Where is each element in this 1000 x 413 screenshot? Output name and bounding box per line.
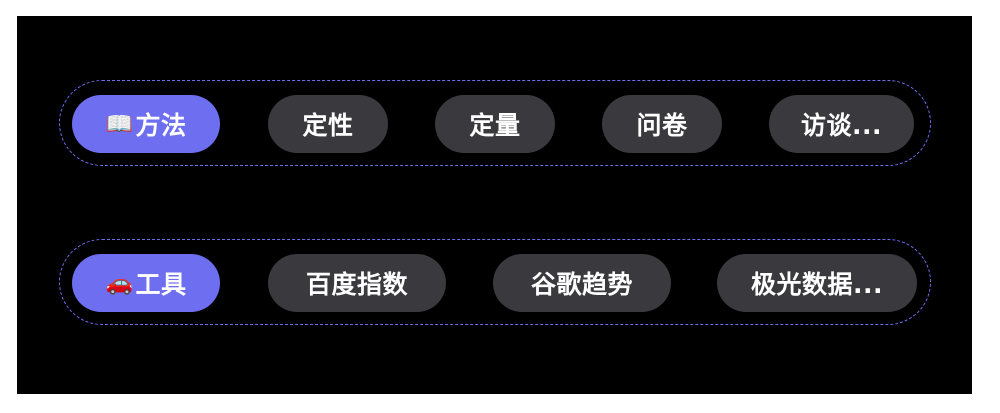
- tag-chip-interview[interactable]: 访谈...: [769, 95, 914, 153]
- chip-label: 百度指数: [305, 270, 408, 299]
- car-icon: 🚗: [105, 270, 134, 296]
- tag-chip-aurora-data[interactable]: 极光数据...: [717, 254, 917, 312]
- tools-category-chip[interactable]: 🚗 工具: [72, 254, 220, 312]
- chip-label: 访谈...: [801, 111, 882, 140]
- tag-chip-qualitative[interactable]: 定性: [268, 95, 388, 153]
- chip-label: 定性: [302, 111, 354, 140]
- tag-chip-google-trends[interactable]: 谷歌趋势: [493, 254, 671, 312]
- methods-tag-group: 📖 方法 定性 定量 问卷 访谈...: [59, 80, 931, 166]
- tag-chip-baidu-index[interactable]: 百度指数: [268, 254, 446, 312]
- chip-label: 极光数据...: [751, 270, 883, 299]
- chip-label: 谷歌趋势: [530, 270, 633, 299]
- tag-chip-questionnaire[interactable]: 问卷: [602, 95, 722, 153]
- open-book-icon: 📖: [105, 111, 134, 137]
- tag-chip-quantitative[interactable]: 定量: [435, 95, 555, 153]
- chip-label: 方法: [135, 111, 187, 140]
- chip-label: 定量: [469, 111, 521, 140]
- methods-category-chip[interactable]: 📖 方法: [72, 95, 220, 153]
- tools-tag-group: 🚗 工具 百度指数 谷歌趋势 极光数据...: [59, 239, 931, 325]
- chip-label: 工具: [135, 270, 187, 299]
- canvas: 📖 方法 定性 定量 问卷 访谈... 🚗 工具 百度指数 谷歌趋势 极光数据.…: [17, 16, 972, 394]
- chip-label: 问卷: [636, 111, 688, 140]
